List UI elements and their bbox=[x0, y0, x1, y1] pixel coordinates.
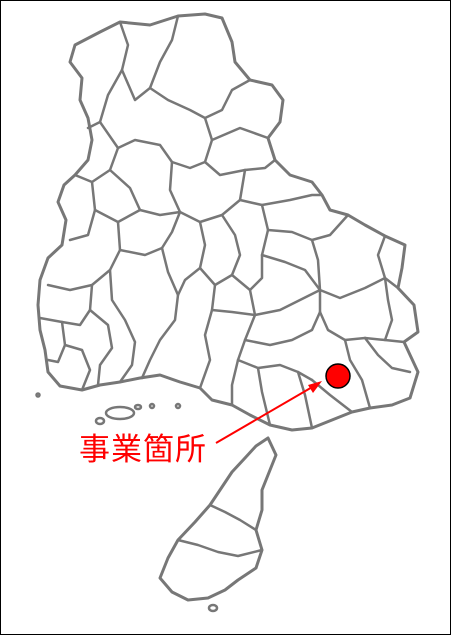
pointer-arrow bbox=[215, 381, 322, 444]
municipal-borders bbox=[38, 14, 412, 430]
southern-island bbox=[158, 436, 278, 602]
site-marker bbox=[325, 363, 351, 389]
site-label: 事業箇所 bbox=[79, 432, 207, 468]
small-islands bbox=[35, 392, 219, 613]
island-borders bbox=[176, 503, 264, 558]
